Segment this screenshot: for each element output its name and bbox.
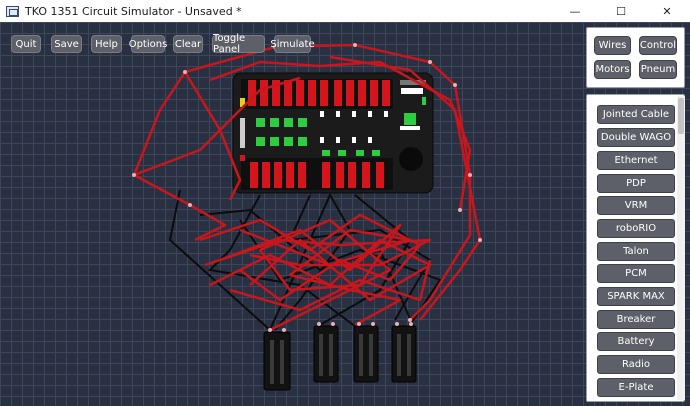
component-spark-max-button[interactable]: SPARK MAX: [597, 287, 675, 306]
window-title: TKO 1351 Circuit Simulator - Unsaved *: [25, 4, 242, 18]
bottom-components[interactable]: [263, 322, 417, 391]
save-button[interactable]: Save: [51, 35, 82, 53]
component-breaker-button[interactable]: Breaker: [597, 310, 675, 329]
title-bar: TKO 1351 Circuit Simulator - Unsaved * —…: [0, 0, 690, 22]
close-button[interactable]: ✕: [662, 4, 672, 18]
component-scrollbar[interactable]: [677, 96, 685, 400]
category-control-button[interactable]: Control: [639, 36, 677, 55]
pdp-board[interactable]: [232, 72, 434, 194]
component-ethernet-button[interactable]: Ethernet: [597, 151, 675, 170]
component-jointed-cable-button[interactable]: Jointed Cable: [597, 105, 675, 124]
quit-button[interactable]: Quit: [11, 35, 41, 53]
black-wires: [168, 189, 442, 332]
maximize-button[interactable]: ☐: [616, 4, 626, 18]
component-scrollbar-thumb[interactable]: [678, 98, 684, 134]
clear-button[interactable]: Clear: [173, 35, 203, 53]
app-icon: [6, 5, 19, 17]
category-wires-button[interactable]: Wires: [594, 36, 631, 55]
component-double-wago-button[interactable]: Double WAGO: [597, 128, 675, 147]
simulate-button[interactable]: Simulate: [270, 35, 315, 53]
help-button[interactable]: Help: [91, 35, 122, 53]
component-roborio-button[interactable]: roboRIO: [597, 219, 675, 238]
component-pcm-button[interactable]: PCM: [597, 264, 675, 283]
component-battery-button[interactable]: Battery: [597, 332, 675, 351]
window-controls: — ☐ ✕: [552, 0, 690, 22]
component-e-plate-button[interactable]: E-Plate: [597, 378, 675, 397]
category-pneum-button[interactable]: Pneum: [639, 60, 677, 79]
component-talon-button[interactable]: Talon: [597, 242, 675, 261]
red-wires: [132, 43, 482, 332]
toggle-panel-button[interactable]: Toggle Panel: [212, 33, 265, 55]
minimize-button[interactable]: —: [569, 4, 581, 18]
component-pdp-button[interactable]: PDP: [597, 174, 675, 193]
category-motors-button[interactable]: Motors: [594, 60, 631, 79]
component-radio-button[interactable]: Radio: [597, 355, 675, 374]
component-vrm-button[interactable]: VRM: [597, 196, 675, 215]
options-button[interactable]: Options: [129, 35, 167, 53]
